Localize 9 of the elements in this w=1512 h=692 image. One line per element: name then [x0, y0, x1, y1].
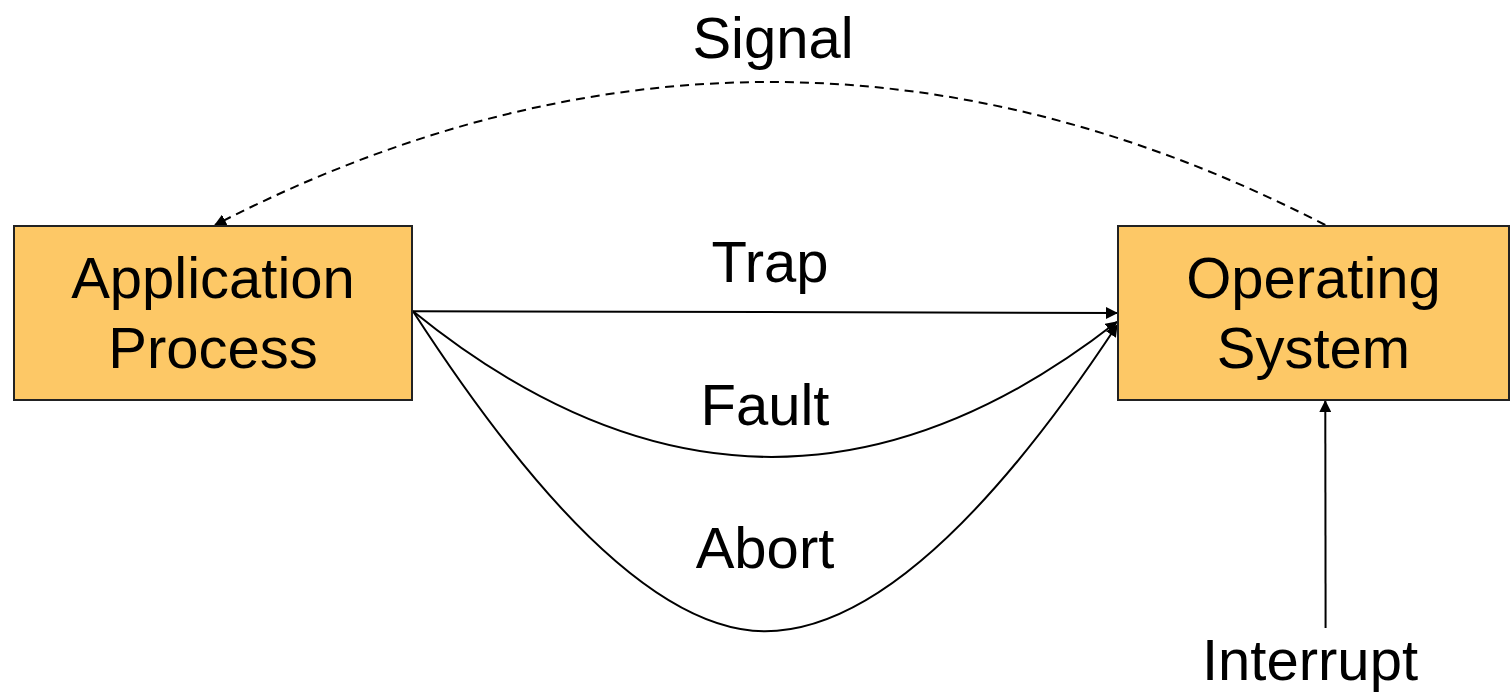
process-box	[1117, 225, 1510, 401]
node-label: Interrupt	[1202, 626, 1418, 692]
arrow	[412, 306, 1118, 319]
arrow	[1319, 400, 1332, 629]
box-label: Operating System	[1185, 244, 1442, 382]
process-box	[13, 225, 413, 401]
arrow	[412, 310, 1118, 458]
dashed-arrow	[214, 81, 1327, 226]
box-label: Application Process	[70, 244, 356, 382]
